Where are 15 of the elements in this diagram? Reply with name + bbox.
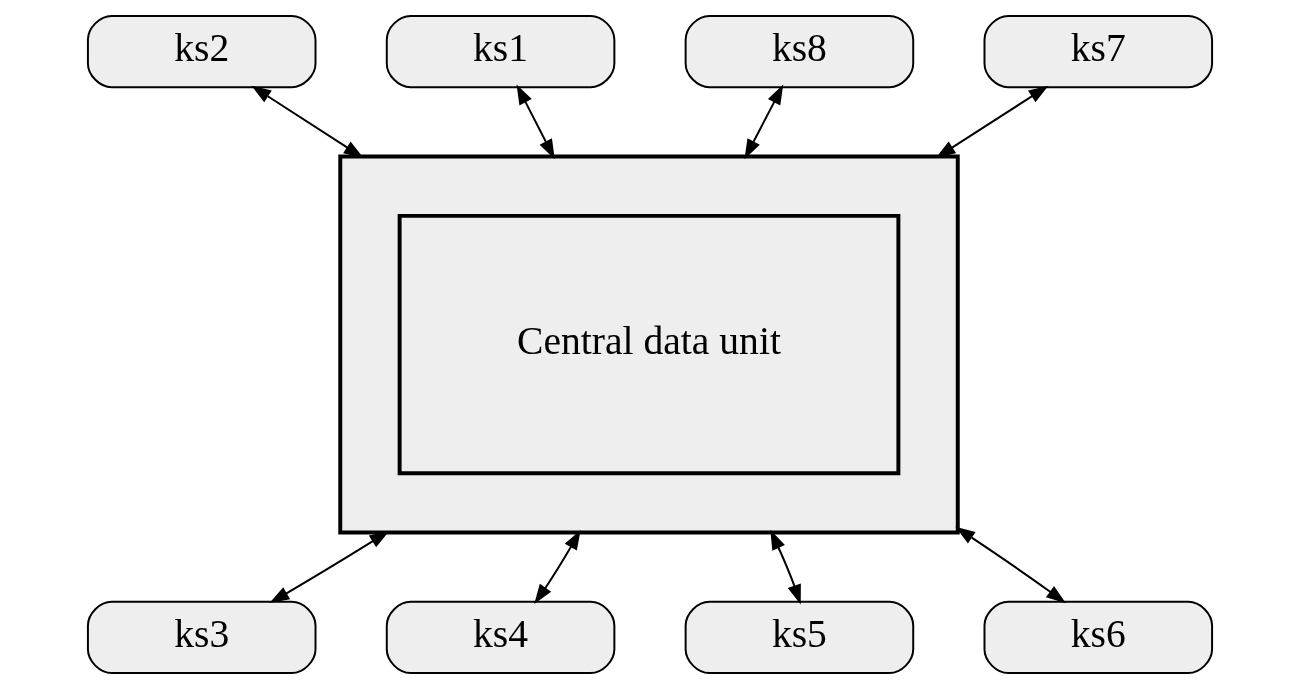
arrow	[516, 84, 555, 160]
arrow	[769, 529, 801, 605]
node-box: ks7	[983, 14, 1213, 89]
cluster	[337, 154, 960, 535]
arrow	[954, 526, 1066, 604]
node-box: ks3	[86, 600, 316, 675]
node-box: ks5	[684, 600, 914, 675]
node-box: ks4	[385, 600, 615, 675]
node-box: ks2	[86, 14, 316, 89]
node-box: ks6	[983, 600, 1213, 675]
arrow	[533, 529, 581, 604]
node-box: ks8	[684, 14, 914, 89]
node-box: ks1	[385, 14, 615, 89]
node-box: Central data unit	[397, 213, 900, 476]
arrow	[743, 84, 783, 160]
